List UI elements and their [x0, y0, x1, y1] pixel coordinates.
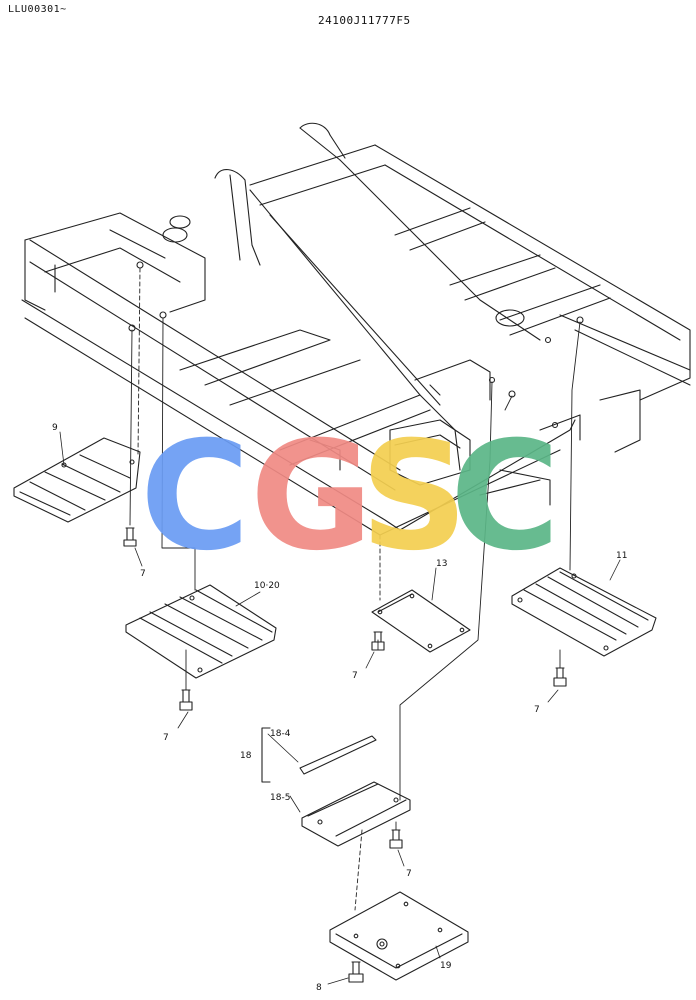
callout-7-b: 7	[163, 733, 169, 743]
callout-18-4: 18-4	[270, 729, 291, 739]
frame-assembly	[21, 122, 691, 536]
bolt-7-d	[553, 667, 567, 687]
part-19-base-plate	[329, 891, 469, 981]
part-18-assembly	[261, 727, 411, 847]
serial-range-label: LLU00301~	[8, 4, 67, 15]
part-number-label: 24100J11777F5	[318, 14, 411, 27]
callout-8: 8	[316, 983, 322, 993]
part-9-cover-plate	[13, 437, 141, 523]
callout-labels: 9 7 10·20 7 13 7 11 7 18 18-4 18-5 7 19 …	[52, 423, 627, 993]
cgsc-watermark: C G S C	[140, 410, 560, 584]
callout-10-20: 10·20	[254, 581, 280, 591]
part-11-cover-plate	[511, 567, 657, 657]
callout-7-d: 7	[534, 705, 540, 715]
callout-7-e: 7	[406, 869, 412, 879]
callout-19: 19	[440, 961, 452, 971]
callout-13: 13	[436, 559, 447, 569]
leader-lines	[129, 267, 581, 911]
bolt-7-c	[371, 631, 385, 651]
callout-leaders	[59, 431, 621, 985]
part-10-20-cover-plate	[125, 584, 277, 679]
watermark-letter-2: G	[250, 410, 373, 584]
bolt-7-b	[179, 689, 193, 711]
watermark-letter-3: S	[360, 410, 468, 584]
watermark-letter-4: C	[450, 410, 560, 584]
bolt-7-e	[389, 829, 403, 849]
part-13-cover-plate	[371, 589, 471, 653]
callout-7-a: 7	[140, 569, 146, 579]
callout-18: 18	[240, 751, 252, 761]
callout-7-c: 7	[352, 671, 358, 681]
bolt-7-a	[123, 527, 137, 547]
watermark-letter-1: C	[140, 410, 250, 584]
callout-11: 11	[616, 551, 627, 561]
bolt-8	[348, 961, 364, 983]
callout-9: 9	[52, 423, 58, 433]
callout-18-5: 18-5	[270, 793, 290, 803]
